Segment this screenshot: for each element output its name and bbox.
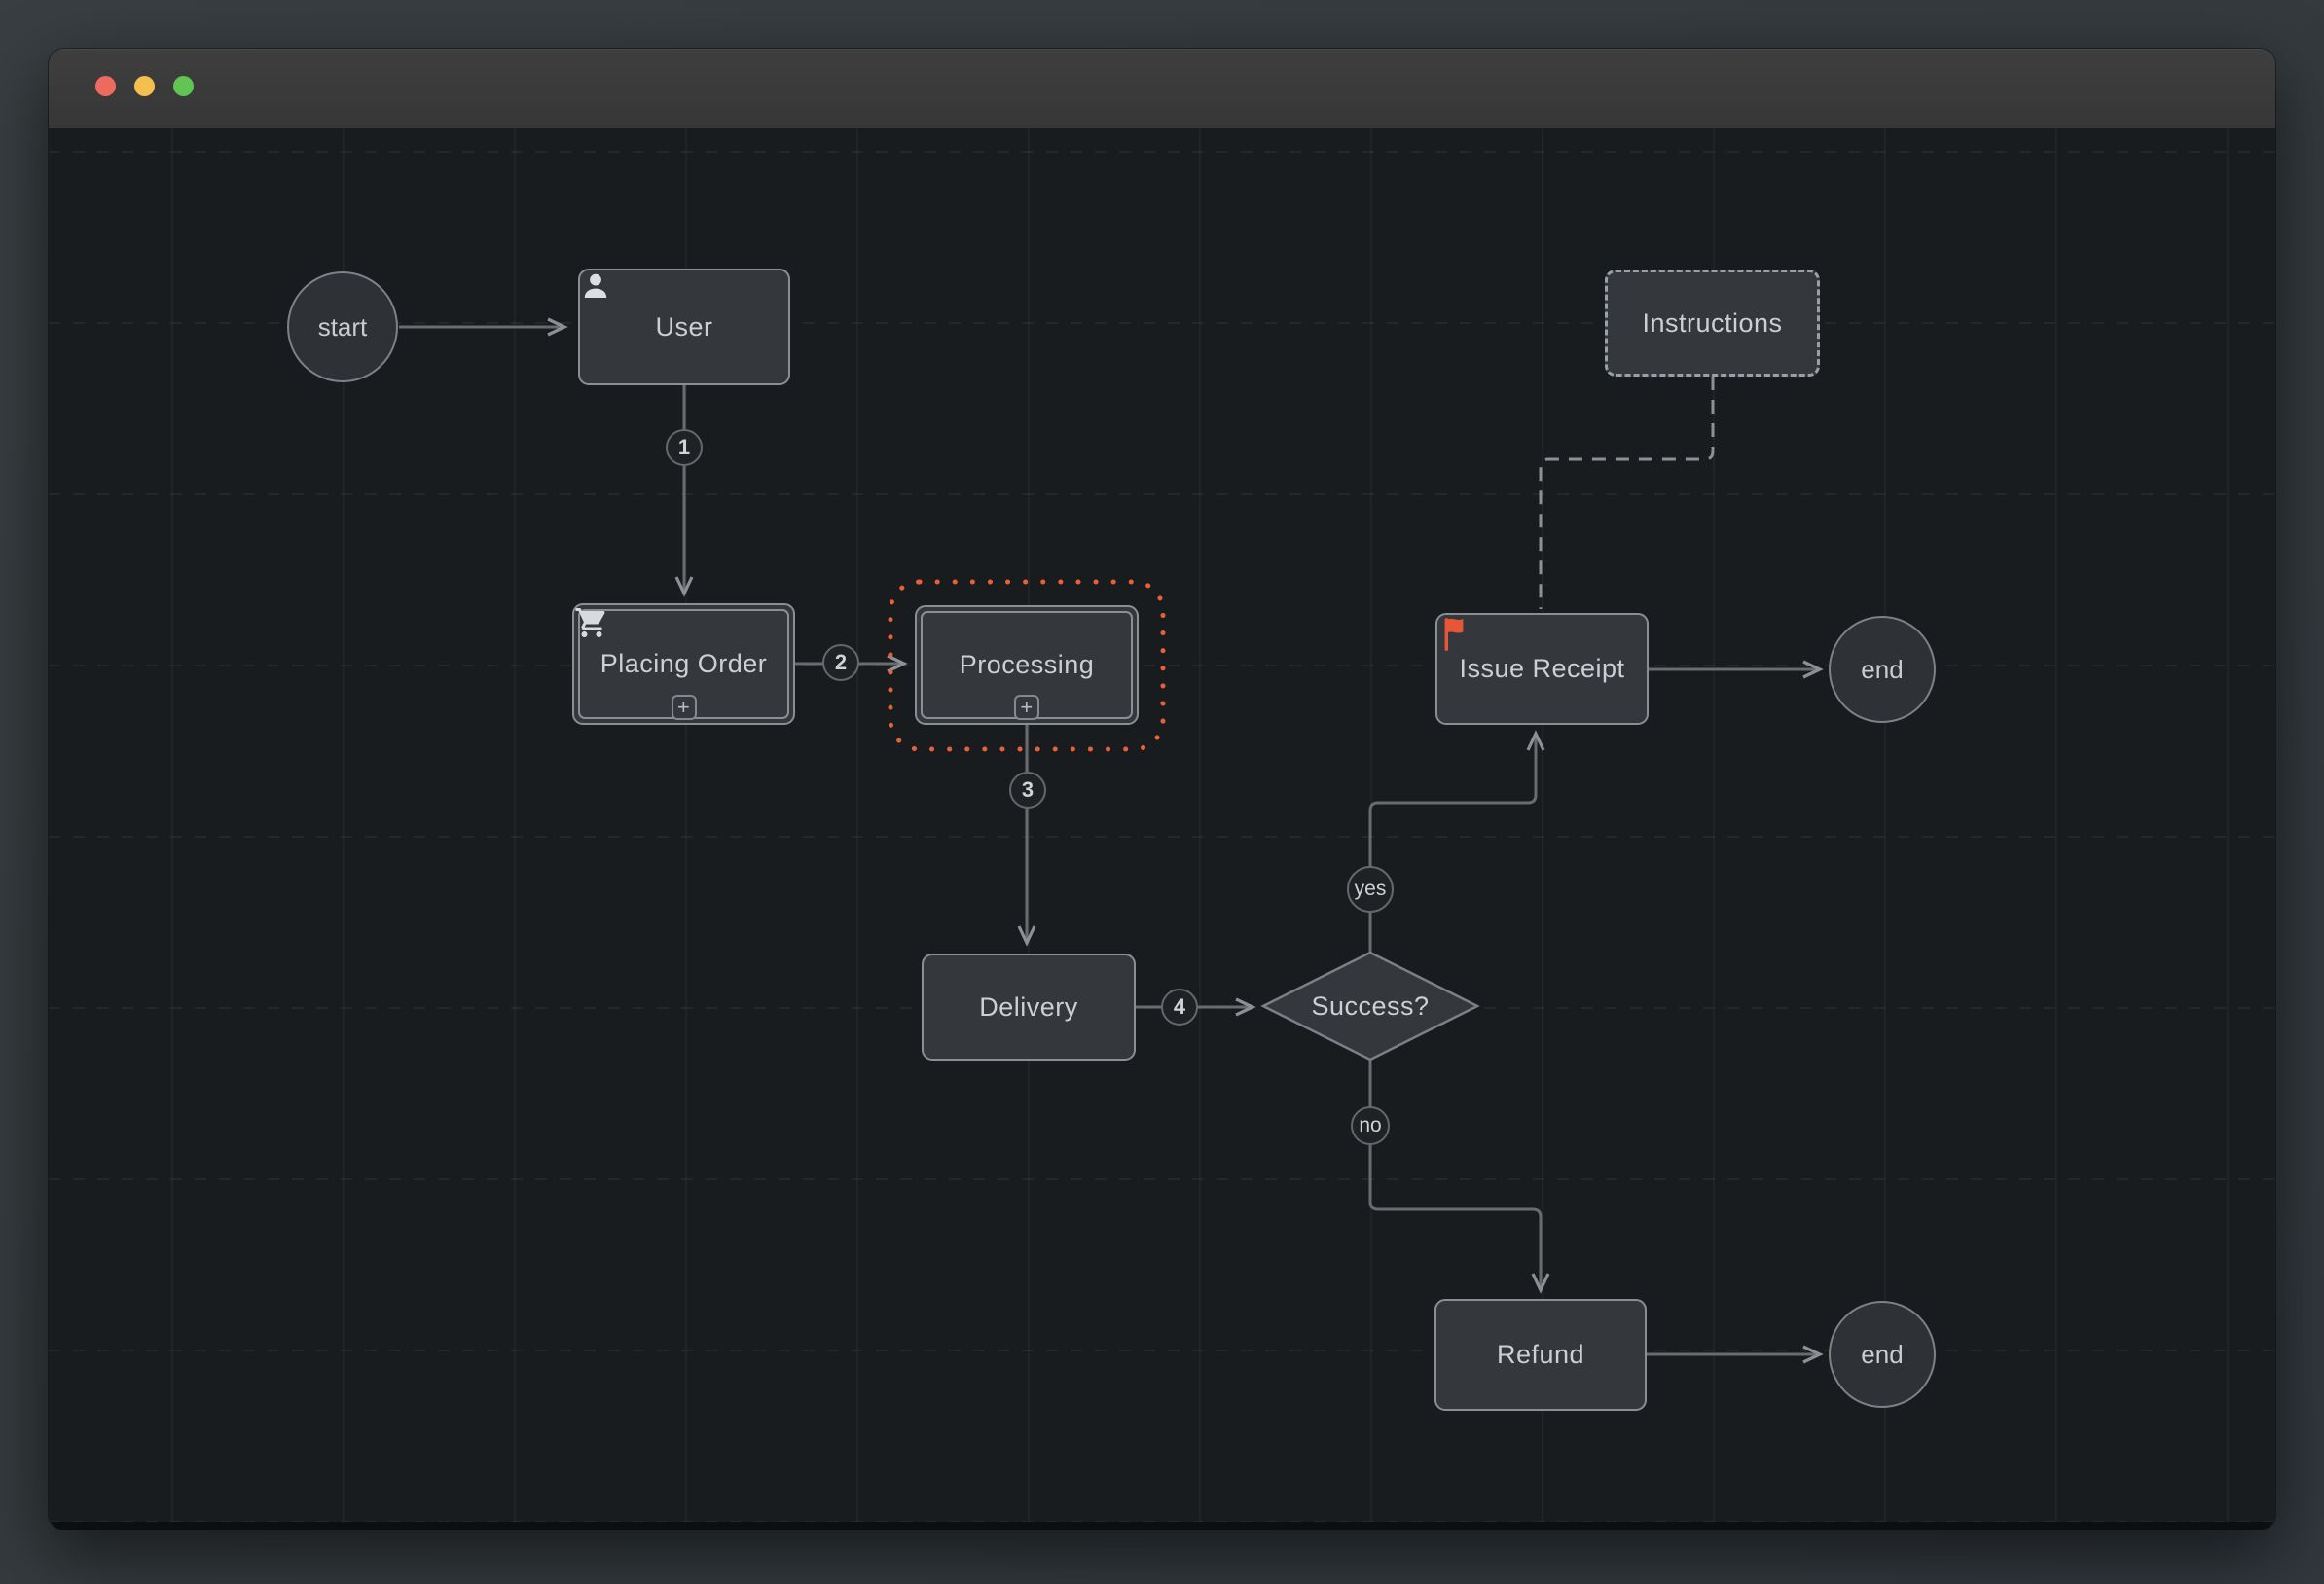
node-success-label: Success? — [1311, 990, 1430, 1021]
minimize-button[interactable] — [134, 76, 155, 96]
edge-label-yes[interactable]: yes — [1347, 866, 1394, 913]
node-user[interactable]: User — [578, 269, 790, 385]
node-end-bottom[interactable]: end — [1829, 1301, 1936, 1408]
node-end-top-label: end — [1861, 654, 1904, 684]
flowchart-canvas[interactable]: start User Placing Order + Processing + … — [49, 128, 2275, 1522]
node-refund-label: Refund — [1496, 1340, 1585, 1369]
close-button[interactable] — [95, 76, 116, 96]
node-issue-receipt[interactable]: Issue Receipt — [1435, 613, 1649, 725]
node-delivery[interactable]: Delivery — [922, 954, 1136, 1061]
node-processing[interactable]: Processing + — [915, 605, 1139, 725]
window-titlebar[interactable] — [49, 49, 2275, 129]
edge-label-2[interactable]: 2 — [822, 644, 859, 681]
cart-icon — [575, 608, 605, 637]
node-issue-receipt-label: Issue Receipt — [1459, 654, 1625, 683]
expand-button[interactable]: + — [671, 695, 697, 720]
flag-icon — [1444, 618, 1464, 651]
node-start[interactable]: start — [287, 271, 398, 382]
edge-success-no-refund — [1368, 1060, 1550, 1294]
node-user-label: User — [655, 311, 713, 342]
node-processing-label: Processing — [959, 650, 1095, 679]
edge-instructions-issue-receipt — [1539, 377, 1715, 609]
node-end-bottom-label: end — [1861, 1339, 1904, 1369]
node-delivery-label: Delivery — [979, 991, 1078, 1022]
selection-outline — [888, 579, 1166, 752]
edge-label-1[interactable]: 1 — [666, 429, 703, 466]
success-diamond[interactable] — [1260, 951, 1480, 1062]
maximize-button[interactable] — [173, 76, 194, 96]
node-instructions-label: Instructions — [1642, 307, 1783, 338]
edge-label-4[interactable]: 4 — [1161, 989, 1198, 1026]
edge-success-yes-issue-receipt — [1368, 730, 1545, 953]
node-instructions[interactable]: Instructions — [1605, 270, 1820, 377]
expand-button[interactable]: + — [1014, 695, 1039, 720]
node-end-top[interactable]: end — [1829, 616, 1936, 723]
node-placing-order-label: Placing Order — [599, 649, 768, 678]
app-window: start User Placing Order + Processing + … — [49, 49, 2275, 1530]
edge-label-no[interactable]: no — [1351, 1106, 1390, 1145]
node-placing-order[interactable]: Placing Order + — [572, 603, 795, 725]
edge-label-3[interactable]: 3 — [1009, 772, 1046, 809]
person-icon — [584, 273, 607, 298]
node-refund[interactable]: Refund — [1434, 1299, 1647, 1411]
node-start-label: start — [317, 311, 368, 342]
